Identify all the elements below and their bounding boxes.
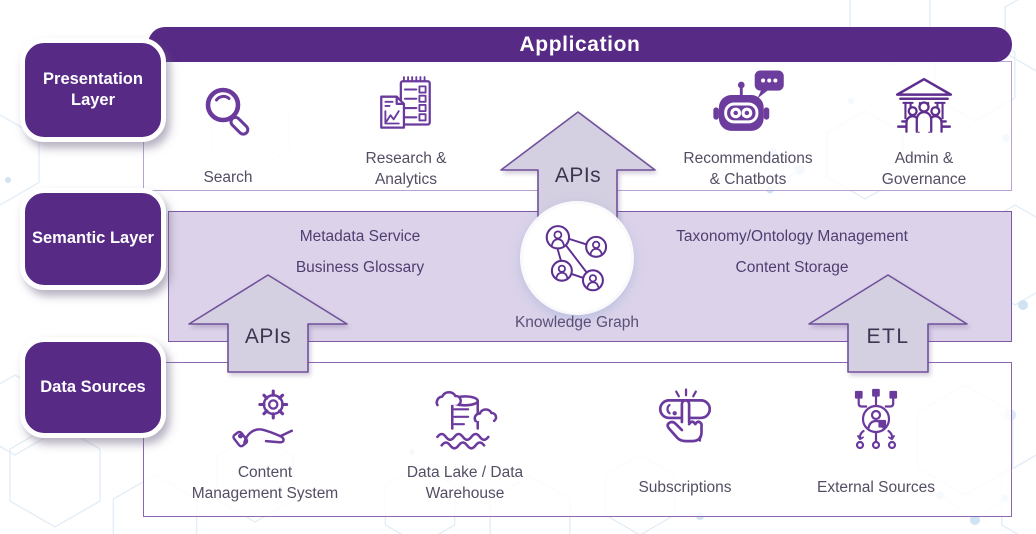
presentation-item-recommendations-chatbots: Recommendations & Chatbots xyxy=(653,66,843,190)
external-sources-icon xyxy=(854,388,898,450)
data-lake-icon xyxy=(435,390,498,450)
apis-label-left: APIs xyxy=(244,325,292,348)
presentation-item-search: Search xyxy=(133,70,323,188)
knowledge-graph-label: Knowledge Graph xyxy=(514,314,640,331)
presentation-item-admin-governance: Admin & Governance xyxy=(829,66,1019,190)
taxonomy-ontology-label: Taxonomy/Ontology Management xyxy=(676,228,908,245)
data-sources-tab: Data Sources xyxy=(20,337,166,438)
application-bar: Application xyxy=(148,27,1012,62)
presentation-layer-tab-label: Presentation Layer xyxy=(43,69,143,109)
item-label: Admin & Governance xyxy=(881,150,967,189)
etl-label-right: ETL xyxy=(866,325,910,348)
item-label: Subscriptions xyxy=(638,479,732,496)
data-source-content-management: Content Management System xyxy=(170,380,360,504)
item-label: Data Lake / Data Warehouse xyxy=(406,464,524,503)
data-source-data-lake: Data Lake / Data Warehouse xyxy=(370,380,560,504)
search-icon xyxy=(205,87,250,136)
data-sources-tab-label: Data Sources xyxy=(40,377,146,396)
data-source-subscriptions: Subscriptions xyxy=(590,380,780,498)
presentation-layer-tab: Presentation Layer xyxy=(20,38,166,142)
knowledge-graph-node xyxy=(523,204,631,312)
item-label: External Sources xyxy=(816,479,936,496)
item-label: Search xyxy=(203,169,253,186)
item-label: Content Management System xyxy=(191,464,339,503)
presentation-item-research-analytics: Research & Analytics xyxy=(311,66,501,190)
press-button-icon xyxy=(658,388,712,443)
item-label: Recommendations & Chatbots xyxy=(683,150,813,189)
business-glossary-label: Business Glossary xyxy=(295,259,425,276)
knowledge-graph-icon xyxy=(545,225,608,292)
semantic-layer-tab-label: Semantic Layer xyxy=(32,229,154,248)
item-label: Research & Analytics xyxy=(365,150,447,189)
metadata-service-label: Metadata Service xyxy=(299,228,421,245)
semantic-layer-tab: Semantic Layer xyxy=(20,188,166,290)
apis-label-center: APIs xyxy=(554,164,602,187)
chatbot-icon xyxy=(713,70,784,131)
content-storage-label: Content Storage xyxy=(735,259,849,276)
hand-gear-icon xyxy=(232,389,294,448)
research-analytics-icon xyxy=(380,76,431,129)
data-source-external-sources: External Sources xyxy=(781,380,971,498)
application-title: Application xyxy=(519,32,641,56)
governance-building-icon xyxy=(895,77,953,133)
